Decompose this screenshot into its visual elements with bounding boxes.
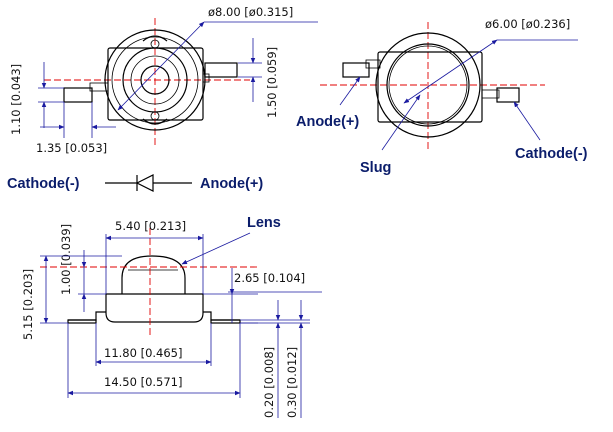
- overall-length-dim-1450: 14.50 [0.571]: [104, 375, 182, 389]
- bottom-lug-hole: [150, 111, 160, 121]
- symbol-triangle: [135, 174, 154, 192]
- top-right-view: ø6.00 [ø0.236] Anode(+) Slug Cathode(-): [296, 17, 588, 176]
- anode-lead-tab: [365, 59, 381, 69]
- slug-label: Slug: [360, 160, 391, 176]
- left-lead-side: [68, 311, 106, 321]
- lead-height-dim-150: 1.50 [0.059]: [265, 47, 279, 118]
- cathode-leader: [513, 101, 541, 141]
- anode-label: Anode(+): [296, 114, 359, 130]
- right-lead: [204, 62, 238, 78]
- lead-height-dim-110: 1.10 [0.043]: [9, 64, 23, 135]
- slug-leader: [381, 94, 421, 151]
- top-left-view: ø8.00 [ø0.315] 1.50 [0.059] 1.10 [0.043]…: [9, 5, 318, 155]
- side-view: Lens 5.40 [0.213] 1.00 [0.039] 1.00 [0.0…: [21, 215, 322, 418]
- lens-label: Lens: [247, 215, 281, 231]
- dim-100: 1.00 [0.039]: [59, 224, 73, 295]
- symbol-anode-label: Anode(+): [200, 176, 263, 192]
- diameter-leader: [117, 21, 205, 111]
- anode-leader: [339, 76, 361, 106]
- lens-leader: [181, 232, 251, 265]
- cathode-label: Cathode(-): [515, 146, 588, 162]
- left-lead-tab: [89, 82, 109, 92]
- slug-diameter-dim: ø6.00 [ø0.236]: [485, 17, 570, 31]
- width-dim-540: 5.40 [0.213]: [115, 219, 186, 233]
- lead-width-dim-135: 1.35 [0.053]: [36, 141, 107, 155]
- dim-265: 2.65 [0.104]: [234, 271, 305, 285]
- lead-span-dim-1180: 11.80 [0.465]: [104, 346, 182, 360]
- outer-diameter-dim: ø8.00 [ø0.315]: [208, 5, 293, 19]
- right-lead-tab: [202, 73, 210, 83]
- right-lead-foot: [210, 319, 241, 324]
- right-lead-side: [203, 311, 240, 321]
- body-side: [105, 293, 204, 323]
- diode-symbol: Cathode(-) Anode(+): [7, 174, 263, 192]
- anode-lead: [342, 62, 370, 78]
- body-flange: [107, 47, 204, 121]
- left-lead-foot: [67, 319, 97, 324]
- slug-diameter-leader: [403, 39, 498, 104]
- height-dim-515: 5.15 [0.203]: [21, 269, 35, 340]
- cathode-lead: [496, 87, 520, 103]
- lens-dome: [121, 255, 186, 294]
- lead-thickness-dim-030: 0.30 [0.012]: [285, 347, 299, 418]
- bottom-lug: [142, 118, 168, 125]
- symbol-cathode-label: Cathode(-): [7, 176, 80, 192]
- lead-thickness-dim-020: 0.20 [0.008]: [262, 347, 276, 418]
- left-lead: [63, 87, 93, 103]
